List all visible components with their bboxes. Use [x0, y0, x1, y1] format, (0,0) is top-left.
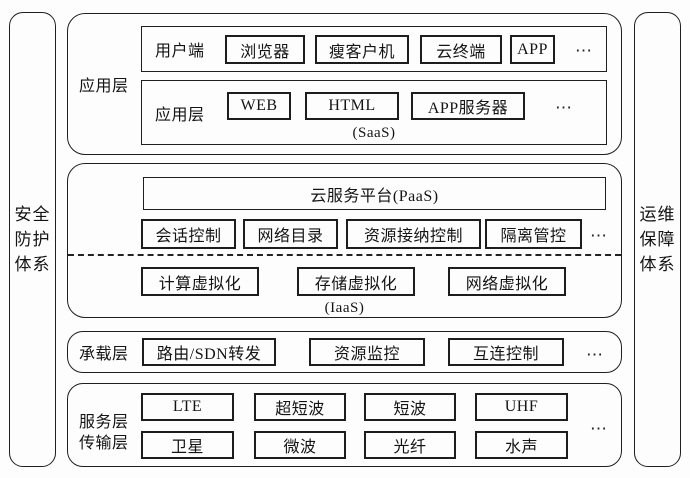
user-terminal-label: 用户端 — [155, 43, 205, 60]
cloud-service-platform-paas-box: 云服务平台(PaaS) — [143, 177, 606, 210]
application-inner-label: 应用层 — [155, 106, 205, 124]
security-protection-system-bar: 安全 防护 体系 — [9, 12, 56, 467]
interconnection-control-box: 互连控制 — [448, 338, 564, 366]
user-terminal-row-box: 用户端 浏览器 瘦客户机 云终端 APP ⋯ — [141, 26, 607, 72]
application-layer-label: 应用层 — [79, 78, 129, 95]
thin-client-box: 瘦客户机 — [315, 35, 409, 64]
security-bar-line: 安全 — [14, 205, 51, 224]
microwave-box: 微波 — [254, 431, 346, 459]
operations-bar-line: 保障 — [639, 230, 676, 249]
security-bar-line: 体系 — [14, 255, 51, 274]
operations-bar-line: 体系 — [639, 255, 676, 274]
security-bar-line: 防护 — [14, 230, 51, 249]
network-virtualization-box: 网络虚拟化 — [448, 267, 566, 296]
optical-fiber-box: 光纤 — [364, 431, 456, 459]
uhf-box: UHF — [475, 393, 568, 421]
operations-support-system-bar: 运维 保障 体系 — [634, 12, 681, 467]
session-control-box: 会话控制 — [141, 219, 236, 249]
browser-box: 浏览器 — [225, 35, 305, 64]
user-row-ellipsis: ⋯ — [575, 41, 592, 60]
isolation-control-box: 隔离管控 — [485, 219, 582, 249]
ultra-shortwave-box: 超短波 — [254, 393, 346, 421]
bearer-row-ellipsis: ⋯ — [586, 345, 603, 364]
compute-virtualization-box: 计算虚拟化 — [141, 267, 259, 296]
control-row-ellipsis: ⋯ — [590, 226, 607, 245]
application-layer-container: 应用层 用户端 浏览器 瘦客户机 云终端 APP ⋯ 应用层 WEB HTML … — [67, 13, 622, 155]
web-box: WEB — [227, 92, 291, 120]
iaas-caption: (IaaS) — [324, 300, 365, 316]
transport-ellipsis: ⋯ — [590, 419, 607, 438]
bearer-layer-label: 承载层 — [79, 346, 129, 363]
resource-admission-control-box: 资源接纳控制 — [346, 219, 481, 249]
shortwave-box: 短波 — [364, 393, 456, 421]
service-layer-container: 服务层 云服务平台(PaaS) 会话控制 网络目录 资源接纳控制 隔离管控 ⋯ … — [67, 163, 622, 431]
saas-caption: (SaaS) — [352, 125, 396, 141]
operations-bar-line: 运维 — [639, 205, 676, 224]
storage-virtualization-box: 存储虚拟化 — [297, 267, 415, 296]
transport-layer-container: 传输层 LTE 超短波 短波 UHF 卫星 微波 光纤 水声 ⋯ — [67, 383, 622, 467]
bearer-layer-container: 承载层 路由/SDN转发 资源监控 互连控制 ⋯ — [67, 331, 622, 373]
lte-box: LTE — [141, 393, 234, 421]
resource-monitoring-box: 资源监控 — [309, 338, 425, 366]
cloud-terminal-box: 云终端 — [420, 35, 502, 64]
application-row-box: 应用层 WEB HTML APP服务器 ⋯ (SaaS) — [141, 80, 607, 145]
network-directory-box: 网络目录 — [243, 219, 338, 249]
satellite-box: 卫星 — [141, 431, 234, 459]
app-server-box: APP服务器 — [411, 92, 525, 120]
iaas-paas-divider-dashed-line — [68, 254, 621, 256]
underwater-acoustic-box: 水声 — [475, 431, 568, 459]
app-box: APP — [510, 35, 555, 64]
service-layer-label: 服务层 — [79, 414, 129, 431]
routing-sdn-forwarding-box: 路由/SDN转发 — [142, 338, 276, 366]
app-row-ellipsis: ⋯ — [555, 98, 572, 117]
html-box: HTML — [305, 92, 399, 120]
transport-layer-label: 传输层 — [79, 435, 129, 452]
